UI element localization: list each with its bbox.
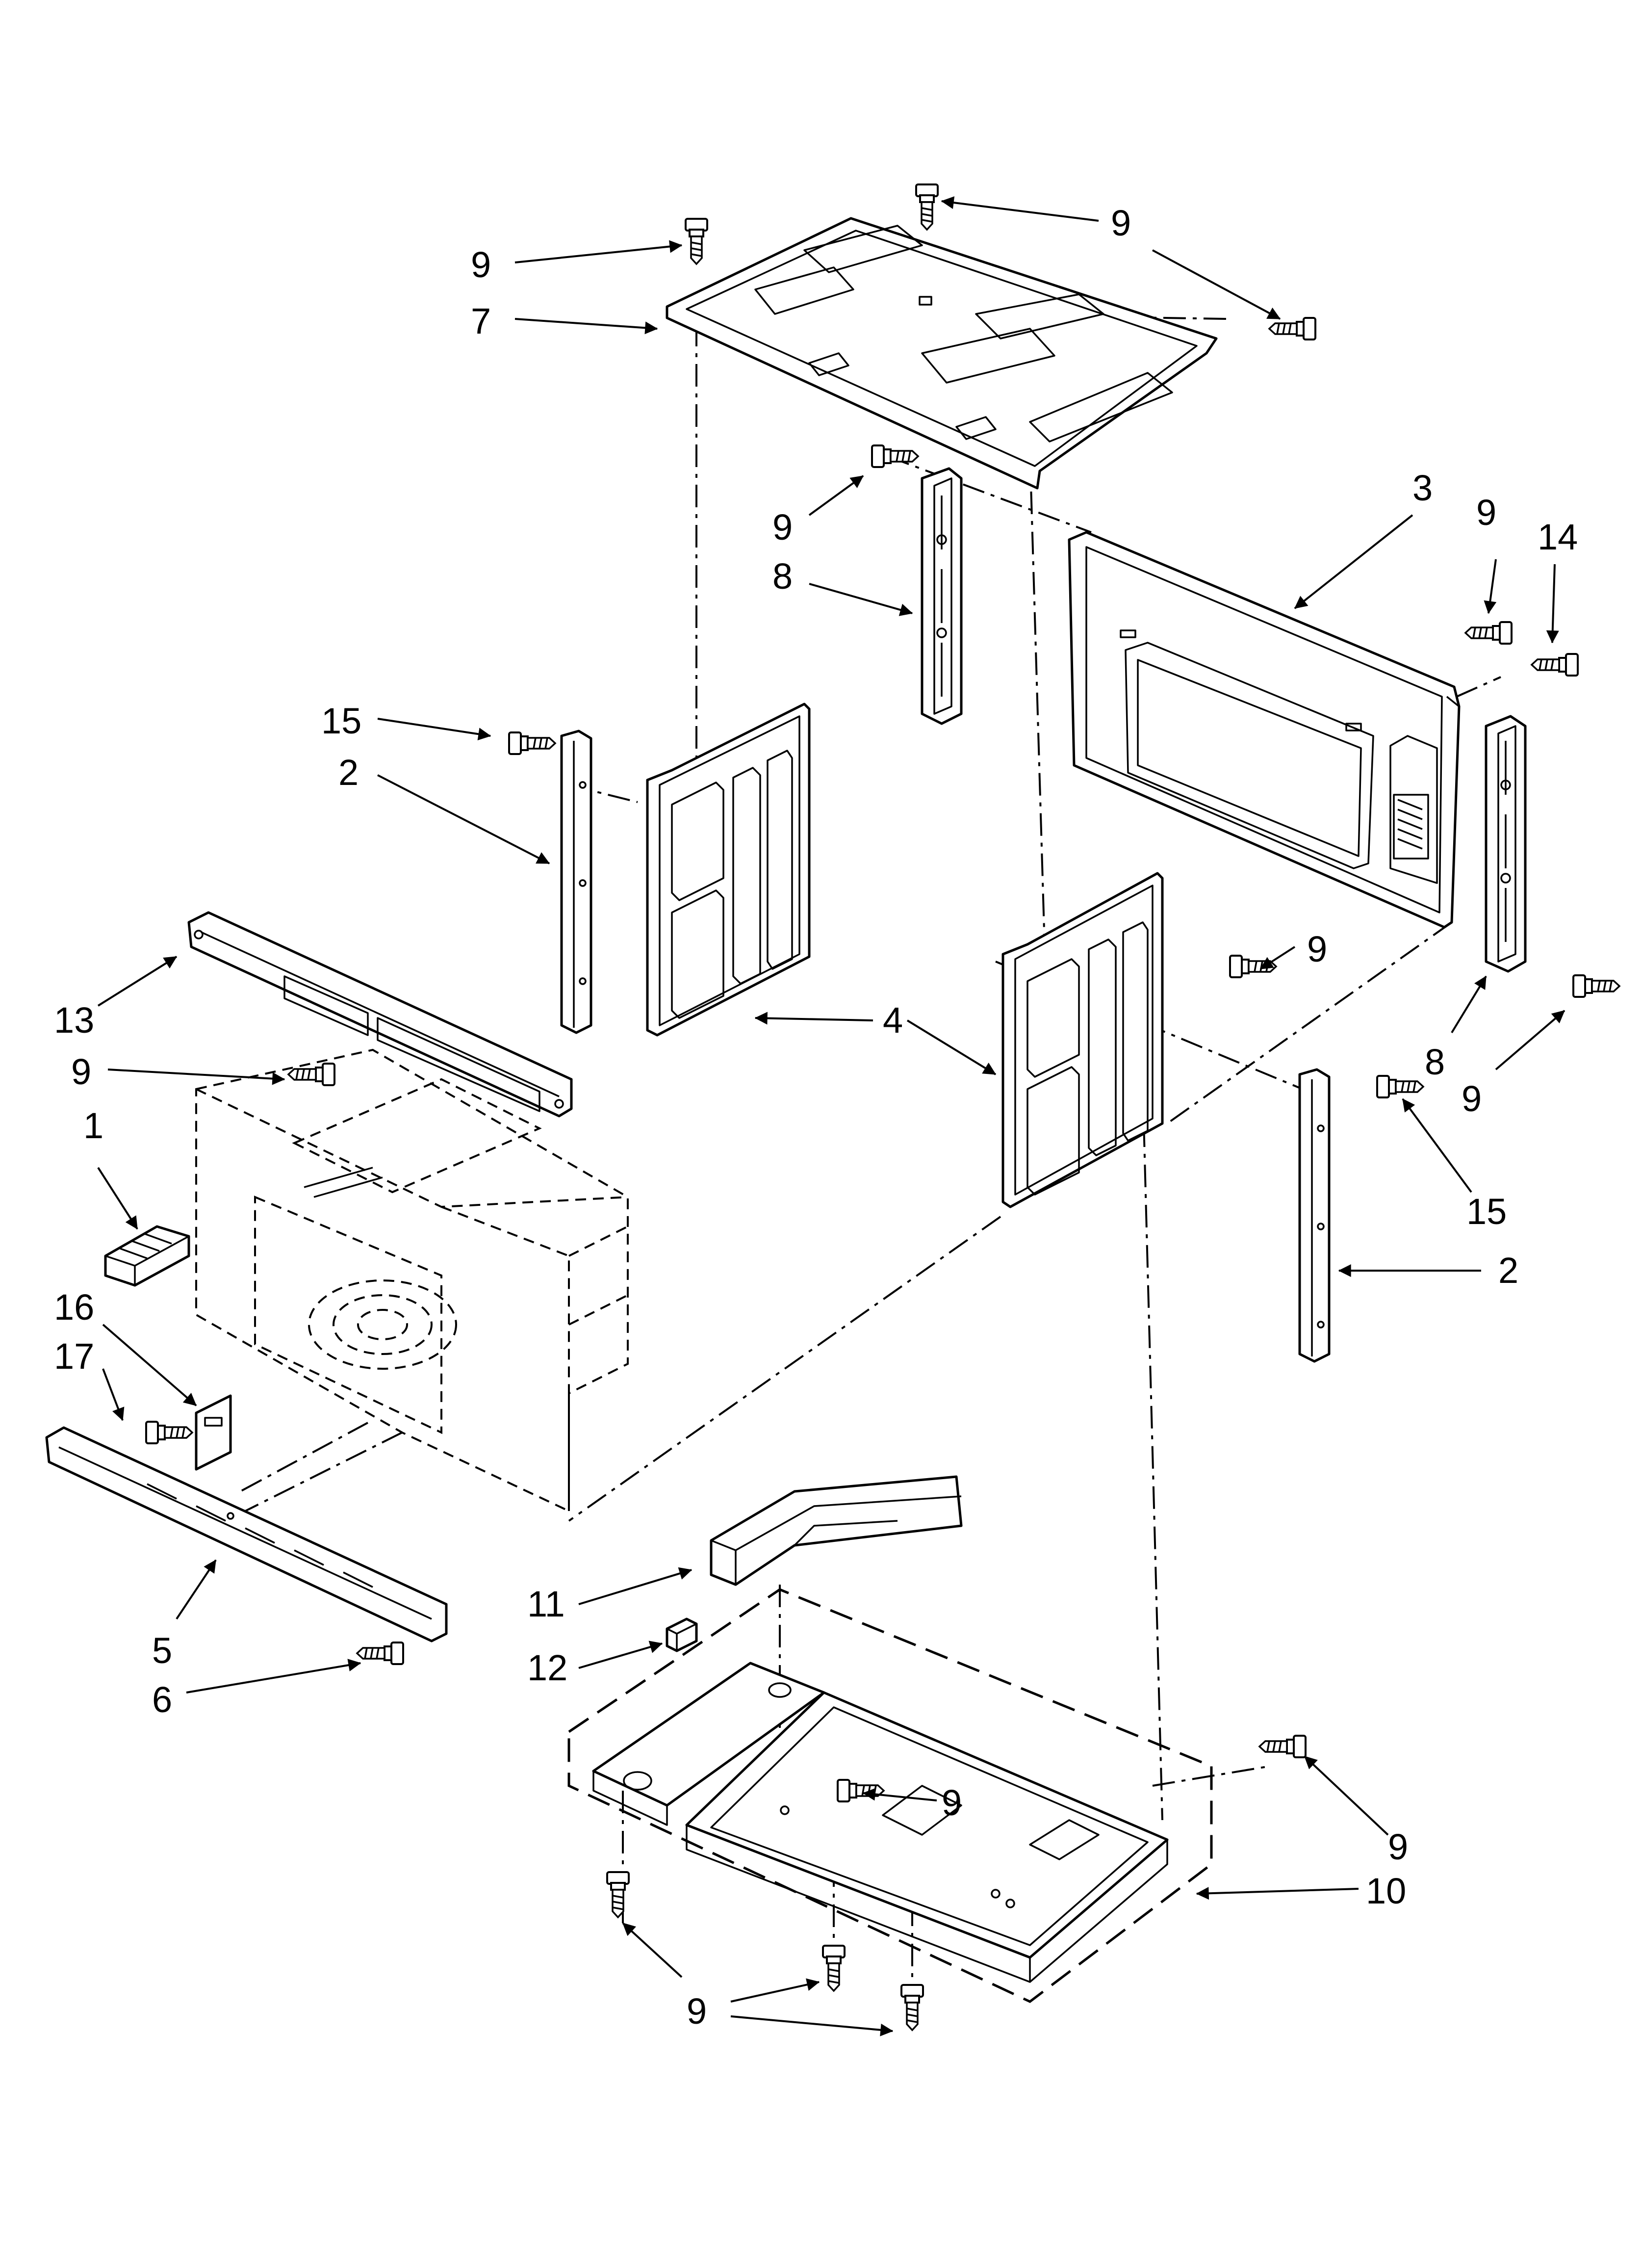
callout-9-right-low: 9 xyxy=(1462,1078,1482,1119)
screw-back-panel-14 xyxy=(1531,653,1579,677)
screw-base-left-9 xyxy=(606,1871,630,1918)
callout-13: 13 xyxy=(54,1000,94,1041)
callout-6: 6 xyxy=(152,1679,172,1720)
callout-9-left: 9 xyxy=(71,1051,91,1092)
screw-base-front-9 xyxy=(900,1984,924,2031)
duct xyxy=(710,1475,963,1586)
callout-11: 11 xyxy=(527,1584,565,1624)
screw-top-left xyxy=(685,218,708,265)
callout-9-top-left: 9 xyxy=(471,244,491,285)
callout-17: 17 xyxy=(54,1336,94,1377)
small-block xyxy=(666,1617,698,1652)
callout-15-left: 15 xyxy=(321,701,361,741)
callout-2-right: 2 xyxy=(1498,1250,1518,1291)
callout-12: 12 xyxy=(527,1647,567,1688)
base-assembly xyxy=(567,1588,1213,2003)
callout-3: 3 xyxy=(1412,468,1433,508)
screw-rail-9 xyxy=(287,1063,335,1086)
callout-9-center: 9 xyxy=(1307,929,1327,969)
screw-base-right-9 xyxy=(1258,1735,1307,1758)
callout-1: 1 xyxy=(83,1105,103,1146)
callout-15-right: 15 xyxy=(1466,1191,1507,1232)
callout-14: 14 xyxy=(1538,517,1578,557)
top-panel xyxy=(666,217,1218,490)
callout-9-mid: 9 xyxy=(772,507,793,547)
oven-cavity-ghost xyxy=(195,1048,629,1513)
callout-7: 7 xyxy=(471,301,491,341)
screw-back-panel-9 xyxy=(1464,621,1513,645)
screw-top-center xyxy=(915,183,939,231)
callout-8-right: 8 xyxy=(1425,1042,1445,1082)
callout-8-upper: 8 xyxy=(772,556,793,597)
screw-upper-bracket xyxy=(871,444,919,468)
callout-9-top-right: 9 xyxy=(1111,203,1131,243)
front-top-rail xyxy=(187,911,573,1118)
callout-2-left: 2 xyxy=(338,752,359,793)
screw-base-mid-9 xyxy=(822,1945,846,1992)
screw-17 xyxy=(145,1421,193,1444)
right-side-panel xyxy=(1001,872,1164,1208)
upper-bracket xyxy=(921,467,963,725)
left-strip xyxy=(560,730,592,1034)
left-side-panel xyxy=(646,703,811,1037)
callout-9-right-base: 9 xyxy=(1388,1826,1408,1867)
back-panel xyxy=(1068,531,1461,929)
leader-lines xyxy=(97,196,1565,2036)
callout-4: 4 xyxy=(883,1000,903,1041)
callout-9-bottom: 9 xyxy=(687,1991,707,2032)
callout-labels: 9 7 9 9 8 3 9 14 15 2 13 4 9 9 1 8 9 15 … xyxy=(54,203,1578,2032)
callout-9-base: 9 xyxy=(942,1782,962,1823)
screw-top-right xyxy=(1268,317,1316,340)
small-plate xyxy=(195,1394,232,1471)
right-strip xyxy=(1298,1068,1331,1363)
front-vent-strip xyxy=(45,1426,448,1642)
callout-10: 10 xyxy=(1366,1871,1406,1911)
callout-9-right-top: 9 xyxy=(1476,492,1496,533)
connector-block xyxy=(104,1225,190,1287)
right-bracket xyxy=(1485,715,1527,973)
screw-6 xyxy=(356,1642,404,1665)
callout-5: 5 xyxy=(152,1630,172,1671)
screw-right-bracket-9 xyxy=(1572,974,1620,998)
screw-right-15 xyxy=(1376,1075,1424,1098)
screw-left-15 xyxy=(508,731,556,755)
callout-16: 16 xyxy=(54,1287,94,1328)
screw-side-panel-9 xyxy=(1229,955,1277,978)
